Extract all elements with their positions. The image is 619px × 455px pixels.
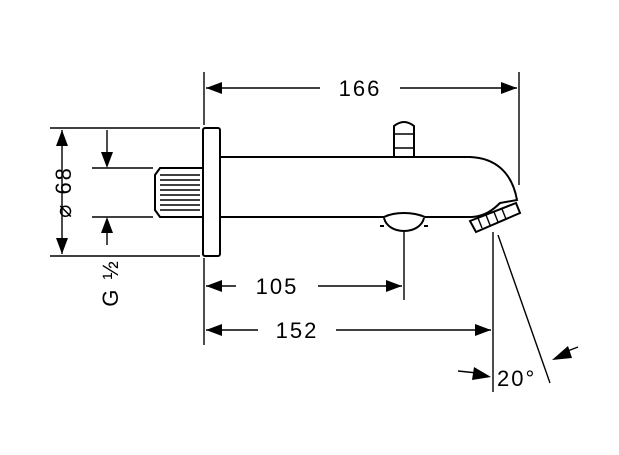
dimension-diverter-offset: 105 — [203, 232, 405, 345]
dimension-outlet-offset: 152 — [206, 232, 494, 392]
spout-pipe — [220, 156, 519, 218]
dimension-thread: G ½ — [92, 130, 153, 307]
dimension-label-thread: G ½ — [98, 259, 123, 307]
dimension-label-166: 166 — [339, 76, 382, 101]
diverter-stud — [380, 217, 428, 233]
dimension-flange-diameter: ⌀ 68 — [50, 127, 200, 257]
dimension-label-152: 152 — [276, 318, 319, 343]
dimension-label-angle-20: 20° — [497, 366, 536, 391]
dimension-outlet-angle: 20° — [457, 234, 579, 391]
outlet-aerator — [468, 201, 522, 234]
wall-flange — [202, 127, 221, 257]
threaded-connector — [154, 167, 204, 218]
dimension-label-diameter-68: ⌀ 68 — [51, 166, 76, 218]
diverter-knob — [393, 121, 415, 157]
spout-body — [154, 121, 522, 257]
dimension-overall-length: 166 — [203, 72, 520, 185]
dimension-label-105: 105 — [256, 274, 299, 299]
